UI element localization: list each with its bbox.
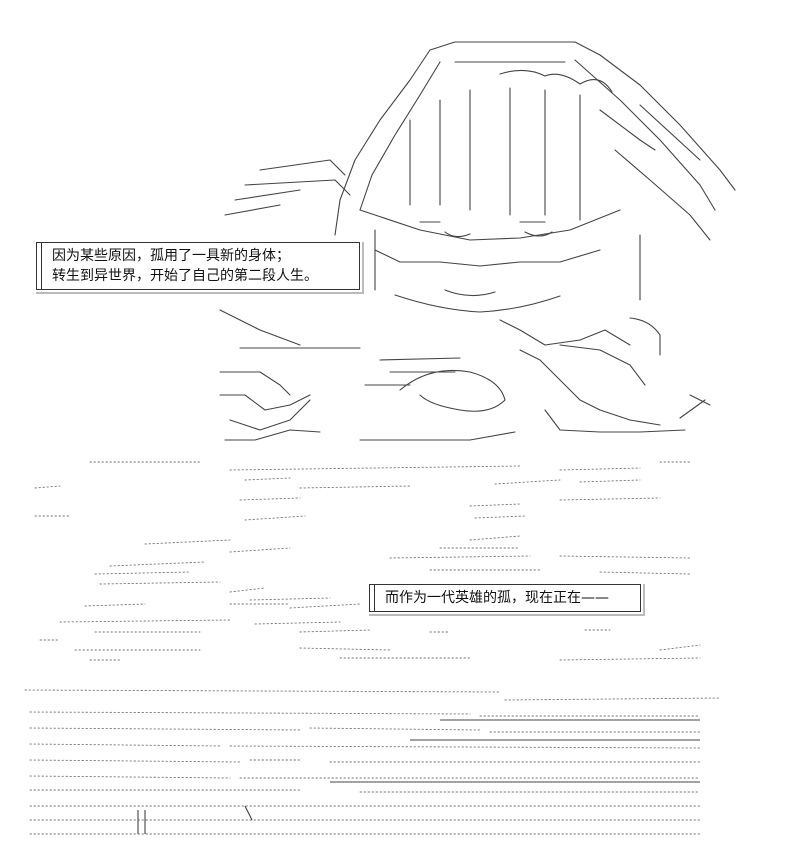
hood-outline [429, 41, 736, 191]
body-center-lines [364, 357, 461, 386]
dot-row-18 [29, 775, 701, 779]
dot-row-4 [244, 515, 526, 541]
caption-box-hero-now: 而作为一代英雄的孤，现在正在—— [369, 584, 641, 612]
body-lower-mid [359, 431, 516, 441]
hood-right-fold [599, 104, 701, 161]
caption-line-second-life: 转生到异世界，开始了自己的第二段人生。 [52, 268, 318, 284]
body-lower-left [224, 429, 321, 441]
dot-row-19 [29, 789, 701, 793]
shoulder-left-2 [219, 394, 311, 411]
hand-right [629, 317, 661, 356]
body-left [229, 399, 311, 431]
caption-box-reincarnation: 因为某些原因，孤用了一具新的身体； 转生到异世界，开始了自己的第二段人生。 [36, 242, 360, 290]
dot-row-8 [99, 581, 361, 609]
hood-curl [499, 69, 613, 93]
dot-row-2 [34, 477, 641, 489]
shoulder-left [219, 371, 291, 396]
hood-inner-right [574, 59, 716, 211]
dot-row-11 [39, 639, 701, 651]
arm-right [544, 409, 686, 433]
hair-strand-left-1 [259, 159, 346, 176]
body-right [519, 349, 661, 426]
post-right [244, 805, 253, 821]
face-outline [359, 209, 621, 241]
dot-row-13 [24, 689, 721, 701]
hood-inner-left [359, 61, 441, 211]
eye-left [419, 221, 471, 238]
collar-right [499, 319, 631, 346]
hair-strand-left-4 [224, 204, 281, 216]
dot-row-12 [89, 657, 701, 661]
dot-row-10 [94, 629, 611, 633]
dot-row-14 [29, 711, 701, 717]
dot-row-16 [29, 743, 701, 749]
dot-row-1 [89, 461, 691, 471]
face-lower [374, 249, 601, 267]
dot-row-5 [144, 539, 521, 553]
eye-right [519, 221, 553, 237]
caption-line-new-body: 因为某些原因，孤用了一具新的身体； [52, 248, 290, 264]
mouth [444, 289, 496, 297]
body-center-swirl [399, 369, 506, 412]
body-right-2 [559, 344, 646, 386]
chin [394, 294, 561, 313]
hood-left-edge [334, 49, 431, 236]
dot-row-15 [29, 727, 701, 733]
dot-row-9 [59, 603, 341, 625]
dot-row-6 [109, 555, 691, 567]
dot-row-7 [94, 569, 691, 575]
collar-left [219, 309, 301, 346]
arm-right-edge [679, 394, 711, 419]
hair-strand-left-3 [234, 189, 301, 201]
dot-row-17 [29, 759, 701, 763]
dot-row-3 [34, 497, 661, 517]
hair-strand-left-2 [244, 179, 351, 196]
post-left [137, 810, 146, 834]
hood-right-side [614, 149, 711, 241]
caption-line-hero: 而作为一代英雄的孤，现在正在—— [385, 590, 609, 606]
